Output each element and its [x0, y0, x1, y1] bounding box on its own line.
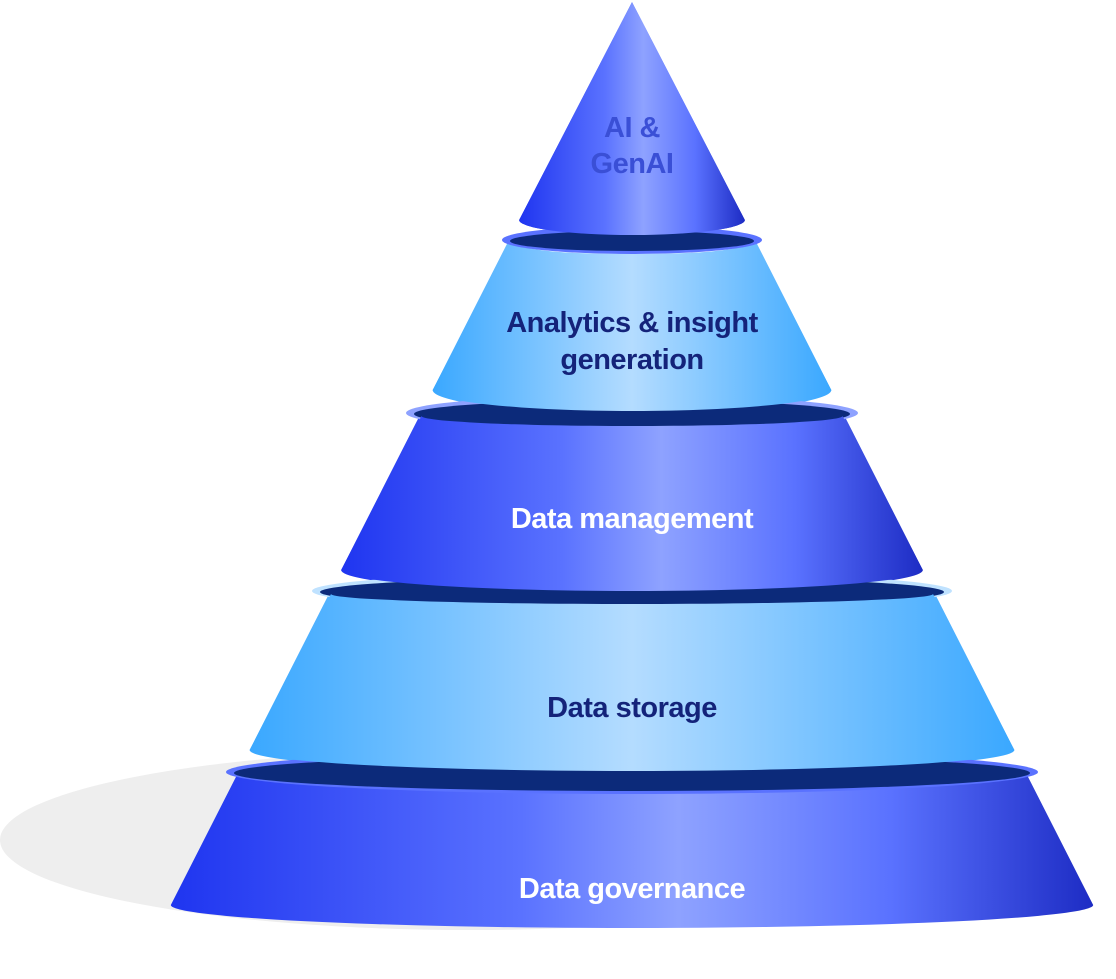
tier-label-2: Analytics & insight generation — [506, 307, 759, 376]
tier-label-1: AI & GenAI — [591, 112, 674, 180]
tier-label-line: Data governance — [519, 873, 746, 905]
tier-body-front-4 — [249, 594, 1015, 771]
ring-hole — [510, 231, 754, 251]
tier-body — [170, 770, 1094, 928]
tier-label-line: Data storage — [547, 692, 717, 724]
tier-body-front-2 — [432, 244, 832, 411]
tier-body-front-3 — [341, 416, 923, 591]
tier-label-5: Data governance — [519, 873, 746, 905]
tier-body-front-1 — [519, 2, 745, 235]
tier-stack — [170, 2, 1094, 928]
tier-label-line: AI & — [604, 112, 661, 144]
tier-5 — [170, 770, 1094, 928]
tier-label-line: Analytics & insight — [506, 307, 758, 339]
tier-label-3: Data management — [511, 503, 755, 535]
tier-label-line: Data management — [511, 503, 754, 535]
tier-label-line: GenAI — [591, 148, 674, 180]
tier-label-4: Data storage — [547, 692, 718, 724]
tier-label-line: generation — [560, 344, 703, 376]
tier-labels: AI & GenAI Analytics & insight generationDa… — [506, 112, 759, 905]
tier-ring-1 — [502, 226, 762, 254]
